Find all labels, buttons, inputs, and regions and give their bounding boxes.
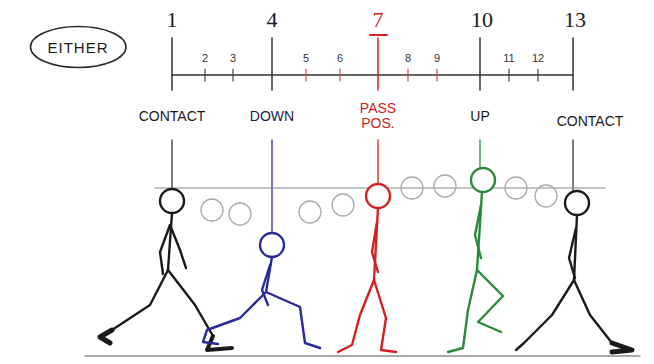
contact-figure — [168, 213, 172, 270]
key-frame-number: 13 — [564, 8, 586, 32]
contact-figure — [160, 189, 184, 213]
inbetween-number: 2 — [202, 52, 208, 64]
key-drop-line — [171, 140, 172, 188]
inbetween-head — [434, 175, 456, 197]
key-drop-line — [479, 140, 480, 167]
note-text: EITHER — [47, 39, 108, 56]
inbetween-number: 9 — [434, 52, 440, 64]
inbetween-head — [201, 199, 223, 221]
inbetween-number: 12 — [532, 52, 544, 64]
minor-tick — [339, 69, 340, 81]
pose-label: PASS POS. — [352, 101, 404, 132]
minor-tick — [508, 69, 509, 81]
inbetween-head — [299, 201, 321, 223]
inbetween-head — [229, 203, 251, 225]
timeline — [479, 38, 481, 90]
inbetween-head — [201, 175, 557, 225]
down-figure — [260, 233, 284, 257]
contact-figure — [516, 191, 632, 352]
down-figure — [203, 233, 320, 348]
minor-tick — [407, 69, 408, 81]
contact-figure — [565, 191, 589, 215]
up-figure — [471, 168, 495, 192]
up-figure — [475, 205, 481, 258]
contact-figure — [170, 225, 186, 268]
passing-figure — [372, 222, 378, 272]
timeline — [172, 74, 573, 76]
passing-figure — [374, 280, 396, 352]
inbetween-number: 5 — [303, 52, 309, 64]
timeline — [377, 38, 379, 90]
inbetween-number: 11 — [503, 52, 514, 64]
contact-figure — [168, 270, 213, 336]
inbetween-head — [332, 194, 354, 216]
contact-figure — [516, 280, 574, 350]
passing-figure — [338, 280, 374, 352]
inbetween-head — [505, 177, 527, 199]
passing-figure — [366, 184, 390, 208]
key-frame-number: 7 — [373, 8, 384, 32]
inbetween-number: 6 — [337, 52, 343, 64]
key-frame-number: 10 — [471, 8, 493, 32]
minor-tick — [537, 69, 538, 81]
key-drop-line — [271, 140, 272, 232]
down-figure — [266, 292, 320, 348]
key-frame-number: 4 — [267, 8, 278, 32]
pose-label: DOWN — [250, 109, 294, 124]
contact-figure — [569, 228, 576, 278]
minor-tick — [205, 69, 538, 81]
contact-figure — [100, 330, 112, 343]
key-frame-number: 1 — [167, 8, 178, 32]
contact-figure — [612, 343, 632, 352]
circled-note: EITHER — [29, 25, 127, 69]
inbetween-head — [401, 177, 423, 199]
contact-figure — [160, 225, 170, 274]
down-figure — [203, 292, 266, 344]
minor-tick — [204, 69, 205, 81]
oval-outline — [30, 27, 125, 68]
timeline — [572, 38, 574, 90]
pose-label: CONTACT — [139, 109, 206, 124]
up-figure — [477, 270, 503, 332]
key-drop-line — [377, 140, 378, 184]
key-drop-line — [172, 140, 573, 232]
timeline — [171, 38, 173, 90]
up-figure — [448, 270, 477, 352]
timeline — [271, 38, 273, 90]
passing-figure — [338, 184, 396, 352]
minor-tick — [232, 69, 233, 81]
ground-line — [85, 355, 640, 356]
inbetween-number: 8 — [405, 52, 411, 64]
timeline — [370, 34, 387, 36]
timeline — [172, 35, 573, 90]
inbetween-number: 3 — [230, 52, 236, 64]
inbetween-head — [535, 185, 557, 207]
contact-figure — [574, 215, 577, 280]
minor-tick — [305, 69, 306, 81]
minor-tick — [436, 69, 437, 81]
contact-figure — [100, 189, 232, 350]
down-figure — [262, 265, 270, 305]
contact-figure — [112, 270, 168, 330]
pose-label: CONTACT — [557, 114, 624, 129]
contact-figure — [574, 280, 612, 343]
pose-label: UP — [470, 109, 489, 124]
ground-line — [85, 355, 640, 356]
up-figure — [448, 168, 503, 352]
key-drop-line — [572, 140, 573, 190]
